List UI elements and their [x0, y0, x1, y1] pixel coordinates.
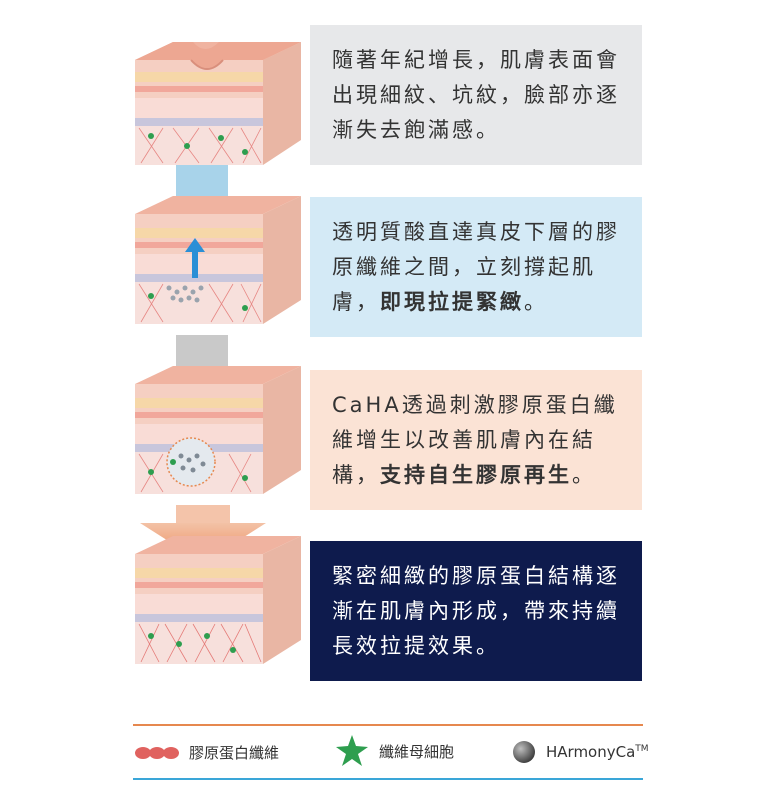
legend-top-line	[133, 724, 643, 726]
legend-fibroblast-label: 纖維母細胞	[379, 742, 455, 761]
legend-collagen-label: 膠原蛋白纖維	[189, 744, 280, 762]
skin-block-result	[135, 536, 301, 664]
step-text-caha: CaHA透過刺激膠原蛋白纖維增生以改善肌膚內在結構，支持自生膠原再生。	[310, 370, 642, 510]
harmonyca-sphere-icon	[513, 741, 535, 763]
step-text-caha-body: CaHA透過刺激膠原蛋白纖維增生以改善肌膚內在結構，	[332, 393, 618, 487]
step-text-aging: 隨著年紀增長，肌膚表面會出現細紋、坑紋，臉部亦逐漸失去飽滿感。	[310, 25, 642, 165]
legend-harmonyca-text: HArmonyCaTM	[546, 743, 649, 761]
step-text-result: 緊密細緻的膠原蛋白結構逐漸在肌膚內形成，帶來持續長效拉提效果。	[310, 541, 642, 681]
skin-block-caha	[135, 366, 301, 494]
legend-collagen: 膠原蛋白纖維	[135, 742, 279, 763]
legend-harmonyca: HArmonyCaTM	[512, 740, 649, 764]
fibroblast-star-icon	[336, 735, 368, 766]
connector-1-2	[176, 165, 228, 200]
legend-harmonyca-tm: TM	[635, 744, 649, 754]
step-text-aging-body: 隨著年紀增長，肌膚表面會出現細紋、坑紋，臉部亦逐漸失去飽滿感。	[332, 48, 620, 142]
skin-block-hyaluronic	[135, 196, 301, 324]
legend-harmonyca-label: HArmonyCa	[546, 743, 636, 761]
connector-2-3	[176, 335, 228, 370]
collagen-icon	[135, 746, 179, 759]
legend-bottom-line	[133, 778, 643, 780]
step-text-caha-bold: 支持自生膠原再生	[380, 463, 572, 487]
step-text-hyaluronic: 透明質酸直達真皮下層的膠原纖維之間，立刻撐起肌膚，即現拉提緊緻。	[310, 197, 642, 337]
step-text-hyaluronic-bold: 即現拉提緊緻	[380, 290, 524, 314]
legend-fibroblast: 纖維母細胞	[335, 734, 454, 768]
step-text-result-body: 緊密細緻的膠原蛋白結構逐漸在肌膚內形成，帶來持續長效拉提效果。	[332, 564, 620, 658]
skin-block-aging	[135, 42, 301, 165]
step-text-hyaluronic-body: 透明質酸直達真皮下層的膠原纖維之間，立刻撐起肌膚，	[332, 220, 620, 314]
step-text-caha-tail: 。	[572, 463, 596, 487]
step-text-hyaluronic-tail: 。	[524, 290, 548, 314]
